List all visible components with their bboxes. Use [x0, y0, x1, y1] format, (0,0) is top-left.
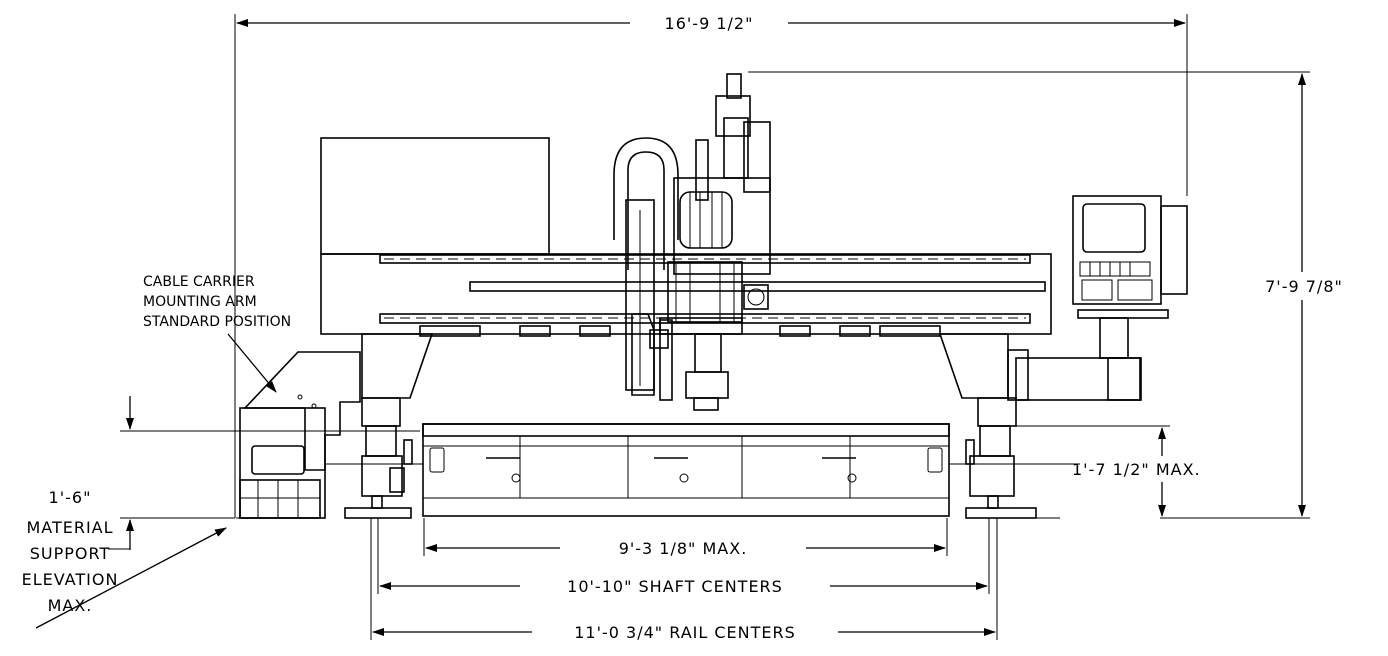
- rail-centers-dimension: 11'-0 3/4" RAIL CENTERS: [370, 518, 998, 642]
- svg-text:STANDARD POSITION: STANDARD POSITION: [143, 314, 291, 330]
- table-height-dimension: 1'-7 1/2" MAX.: [1000, 425, 1256, 517]
- overall-height-dimension: 7'-9 7/8": [748, 71, 1372, 519]
- cable-carrier-loop: [613, 137, 679, 270]
- svg-text:CABLE CARRIER: CABLE CARRIER: [143, 274, 255, 290]
- svg-text:1'-6": 1'-6": [49, 488, 92, 507]
- table-width-dimension: 9'-3 1/8" MAX.: [423, 518, 948, 558]
- operator-console: [1007, 195, 1188, 401]
- overall-width-label: 16'-9 1/2": [665, 14, 754, 33]
- svg-text:SUPPORT: SUPPORT: [30, 544, 110, 563]
- cable-carrier-note: CABLE CARRIER MOUNTING ARM STANDARD POSI…: [143, 274, 291, 393]
- svg-text:MAX.: MAX.: [48, 596, 93, 615]
- rail-centers-label: 11'-0 3/4" RAIL CENTERS: [574, 623, 796, 642]
- torch-carriage: [625, 73, 771, 411]
- gantry-beam: [320, 253, 1052, 337]
- gantry-housing: [320, 137, 550, 255]
- overall-height-label: 7'-9 7/8": [1265, 277, 1343, 296]
- table-height-label: 1'-7 1/2" MAX.: [1072, 460, 1201, 479]
- material-support-dimension: [35, 396, 420, 629]
- shaft-centers-label: 10'-10" SHAFT CENTERS: [567, 577, 783, 596]
- table-width-label: 9'-3 1/8" MAX.: [619, 539, 748, 558]
- overall-width-dimension: 16'-9 1/2": [234, 14, 1188, 518]
- svg-text:MATERIAL: MATERIAL: [26, 518, 113, 537]
- shaft-centers-dimension: 10'-10" SHAFT CENTERS: [377, 518, 990, 596]
- material-support-note: 1'-6" MATERIAL SUPPORT ELEVATION MAX.: [22, 488, 119, 615]
- svg-text:MOUNTING ARM: MOUNTING ARM: [143, 294, 257, 310]
- svg-text:ELEVATION: ELEVATION: [22, 570, 119, 589]
- cutting-table: [330, 423, 1080, 517]
- left-end-truck: [239, 333, 434, 519]
